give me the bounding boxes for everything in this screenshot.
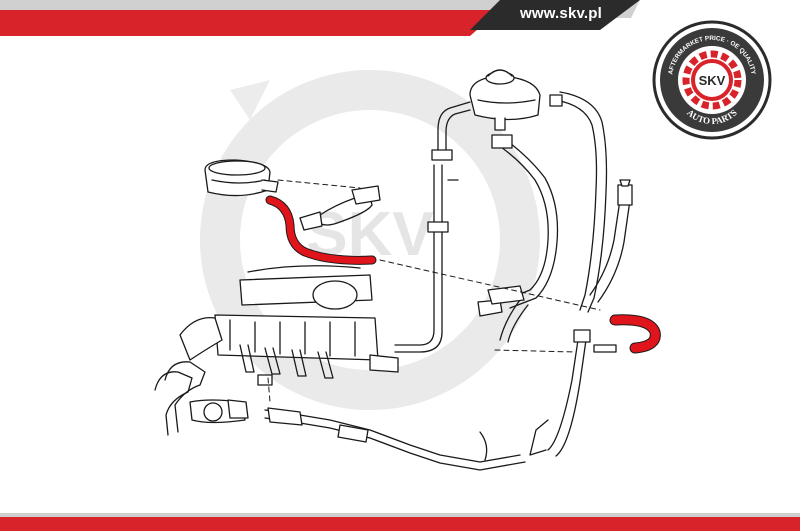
hose-right-long	[549, 91, 608, 313]
engine-block	[214, 265, 399, 386]
small-pipe-right	[529, 329, 617, 457]
logo-brand: SKV	[699, 73, 726, 88]
site-url[interactable]: www.skv.pl	[520, 5, 603, 22]
top-banner	[0, 0, 800, 40]
left-manifold	[154, 316, 249, 436]
bottom-banner	[0, 513, 800, 531]
highlighted-hoses[interactable]	[265, 195, 661, 354]
banner-white-cutout	[620, 0, 800, 40]
banner-dark-tab	[470, 0, 640, 30]
skv-watermark: SKV	[200, 70, 540, 410]
oil-cooler	[204, 159, 279, 197]
hose-tank-down	[491, 134, 559, 309]
hose-far-right	[589, 179, 633, 303]
hose-tank-left	[431, 101, 471, 161]
hose-from-cooler-dashed	[299, 185, 381, 231]
gear-icon	[682, 50, 742, 110]
dashed-leaders	[267, 179, 601, 403]
pipe-vertical-center	[394, 164, 459, 353]
banner-red-stripe	[0, 10, 500, 36]
bottom-return-pipe	[264, 407, 526, 471]
expansion-tank	[469, 69, 541, 131]
skv-logo-seal: SKV AFTERMARKET PRICE · OE QUALITY AUTO …	[652, 20, 772, 140]
